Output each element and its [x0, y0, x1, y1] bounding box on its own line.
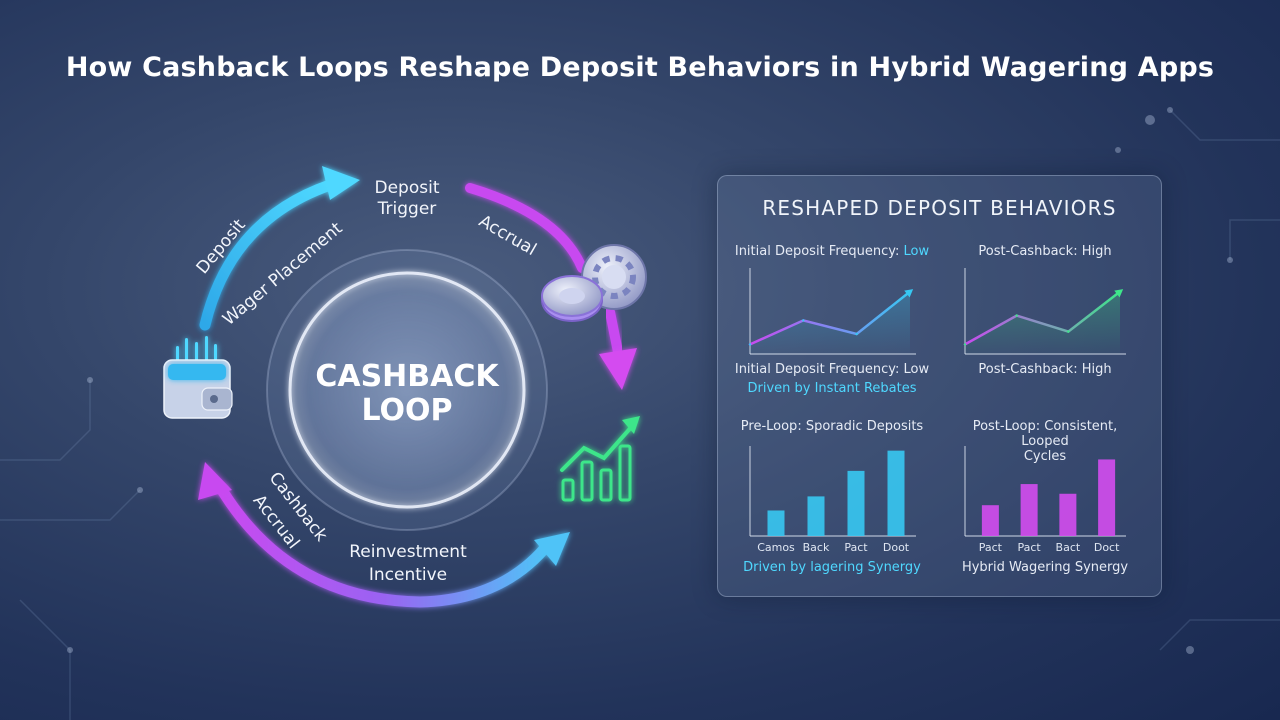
bar-1	[1020, 484, 1038, 536]
line-area	[750, 291, 910, 354]
bar-3	[887, 450, 905, 536]
line-point-1	[1015, 314, 1018, 317]
tick-label-1: Pact	[1018, 541, 1042, 554]
cashback-arrowhead	[198, 462, 232, 500]
chart3-bars: Camos Back Pact Doot	[749, 446, 916, 554]
page-title: How Cashback Loops Reshape Deposit Behav…	[65, 52, 1215, 83]
chart1-caption-accent: Low	[903, 244, 930, 259]
tick-label-0: Pact	[979, 541, 1003, 554]
casino-chips-icon	[541, 244, 647, 322]
tick-label-2: Bact	[1056, 541, 1081, 554]
reinvestment-arc-arrow	[216, 484, 551, 608]
cashback-cycle-diagram: CASHBACK LOOP Deposit Wager Placeme	[163, 166, 647, 608]
drop-arrow	[605, 307, 623, 357]
line-area	[965, 291, 1120, 354]
bar-2	[1059, 493, 1077, 536]
chart1-line	[748, 268, 916, 355]
label-reinvestment-line1: Reinvestment	[349, 542, 467, 562]
chart4-caption: Post-Loop: Consistent, Looped Cycles	[950, 419, 1140, 464]
bar-3	[1098, 459, 1116, 536]
chart1-sublabel: Initial Deposit Frequency: Low	[734, 362, 930, 377]
chart2-line	[963, 268, 1126, 355]
tick-label-3: Doot	[883, 541, 910, 554]
label-deposit-trigger-line1: Deposit	[375, 178, 440, 198]
accrual-arc-arrow	[465, 183, 587, 273]
chart1-caption-prefix: Initial Deposit Frequency:	[734, 244, 900, 259]
label-reinvestment-line2: Incentive	[369, 565, 447, 585]
line-arrowhead	[904, 289, 914, 298]
chart4-caption-line2: Cycles	[1023, 449, 1067, 464]
chart2-caption: Post-Cashback: High	[978, 244, 1112, 259]
bar-2	[847, 470, 865, 536]
chart2-sublabel: Post-Cashback: High	[978, 362, 1112, 377]
bar-0	[767, 510, 785, 536]
panel-title: RESHAPED DEPOSIT BEHAVIORS	[762, 196, 1117, 220]
tick-label-0: Camos	[757, 541, 795, 554]
chart3-caption: Pre-Loop: Sporadic Deposits	[740, 419, 924, 434]
deposit-behaviors-panel: RESHAPED DEPOSIT BEHAVIORS Initial Depos…	[717, 175, 1162, 597]
line-series	[963, 290, 1122, 346]
core-title-line1: CASHBACK	[315, 359, 500, 394]
chart3-note: Driven by lagering Synergy	[743, 560, 921, 575]
tick-label-2: Pact	[844, 541, 868, 554]
chart4-note: Hybrid Wagering Synergy	[961, 560, 1129, 575]
reinvestment-arrowhead	[534, 532, 570, 566]
label-deposit-trigger-line2: Trigger	[377, 199, 437, 219]
growth-chart-icon	[560, 416, 640, 502]
line-point-1	[802, 319, 805, 322]
line-series	[748, 290, 912, 346]
tick-label-3: Doct	[1094, 541, 1120, 554]
chart4-bars: Pact Pact Bact Doct	[964, 446, 1126, 554]
chart1-note: Driven by Instant Rebates	[747, 381, 917, 396]
deposit-arrowhead	[322, 166, 360, 200]
bar-0	[981, 505, 999, 536]
line-point-2	[855, 332, 858, 336]
line-arrowhead	[1114, 289, 1124, 298]
tick-label-1: Back	[803, 541, 830, 554]
line-point-2	[1067, 330, 1070, 333]
drop-arrowhead	[599, 348, 637, 390]
bar-1	[807, 496, 825, 536]
wallet-icon	[163, 336, 233, 419]
chart1-caption: Initial Deposit Frequency: Low	[734, 244, 930, 259]
chart4-caption-line1: Post-Loop: Consistent, Looped	[972, 419, 1118, 449]
line-point-0	[748, 343, 752, 346]
core-title-line2: LOOP	[361, 393, 452, 428]
line-point-0	[963, 343, 967, 346]
deposit-arc-arrow	[199, 179, 336, 331]
cashback-loop-core	[288, 271, 526, 509]
